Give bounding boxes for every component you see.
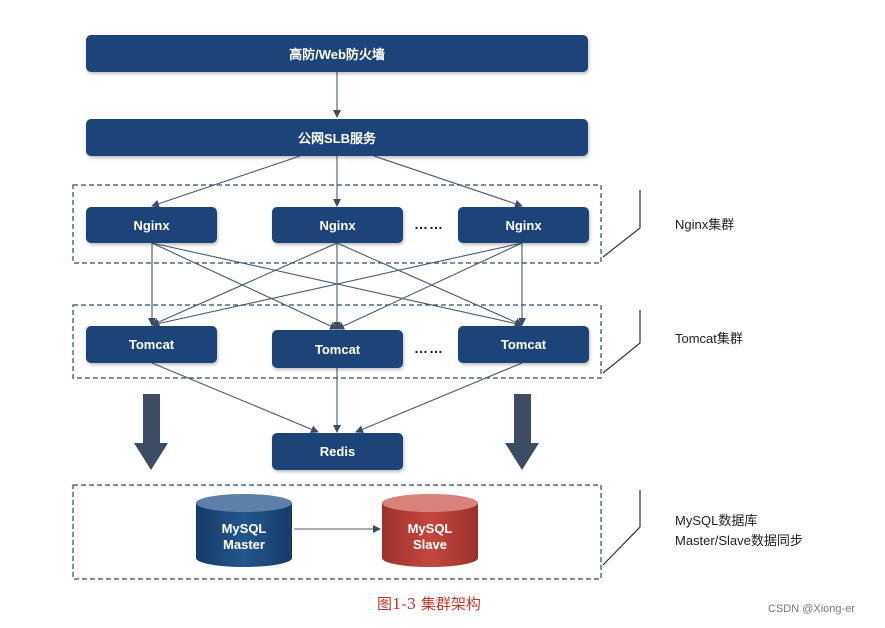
tomcat-ellipsis: ……	[414, 340, 444, 356]
redis-box: Redis	[272, 433, 403, 470]
arrow-t1-redis	[151, 362, 319, 434]
mysql-master-line1: MySQL	[221, 521, 267, 536]
arrow-n1-t2	[151, 242, 338, 330]
mysql-master-label: MySQL Master	[196, 521, 292, 553]
arrow-n2-t3	[336, 242, 523, 326]
csdn-watermark: CSDN @Xiong-er	[768, 603, 855, 615]
big-down-arrow-left	[134, 394, 168, 470]
mysql-cluster-label: MySQL数据库 Master/Slave数据同步	[675, 511, 803, 551]
nginx-cluster-label: Nginx集群	[675, 217, 735, 232]
nginx-node-3: Nginx	[458, 207, 589, 243]
arrow-t3-redis	[355, 362, 523, 434]
tomcat-bracket	[602, 310, 641, 374]
nginx-node-1: Nginx	[86, 207, 217, 243]
mysql-master-cylinder	[196, 494, 292, 567]
arrow-slb-nginx1	[151, 155, 301, 208]
figure-caption: 图1-3 集群架构	[377, 595, 481, 613]
big-down-arrow-right	[505, 394, 539, 470]
mysql-slave-cylinder	[382, 494, 478, 567]
tomcat-node-2: Tomcat	[272, 330, 403, 368]
tomcat-node-1: Tomcat	[86, 326, 217, 363]
arrow-n3-t1	[151, 242, 523, 328]
tomcat-cluster-label: Tomcat集群	[675, 331, 743, 346]
nginx-bracket	[602, 190, 641, 258]
tomcat-node-3: Tomcat	[458, 326, 589, 363]
mysql-slave-line1: MySQL	[407, 521, 453, 536]
mysql-master-line2: Master	[223, 537, 265, 552]
nginx-node-2: Nginx	[272, 207, 403, 243]
mysql-cluster-label-line2: Master/Slave数据同步	[675, 533, 803, 548]
mysql-slave-label: MySQL Slave	[382, 521, 478, 553]
nginx-ellipsis: ……	[414, 216, 444, 232]
mysql-cluster-label-line1: MySQL数据库	[675, 513, 758, 528]
mysql-bracket	[602, 490, 641, 566]
mysql-cluster-frame	[72, 484, 602, 580]
mysql-slave-line2: Slave	[413, 537, 447, 552]
firewall-box: 高防/Web防火墙	[86, 35, 588, 72]
arrow-n3-t2	[336, 242, 523, 330]
arrow-slb-nginx3	[373, 155, 523, 208]
slb-box: 公网SLB服务	[86, 119, 588, 156]
arrow-n2-t1	[151, 242, 338, 326]
